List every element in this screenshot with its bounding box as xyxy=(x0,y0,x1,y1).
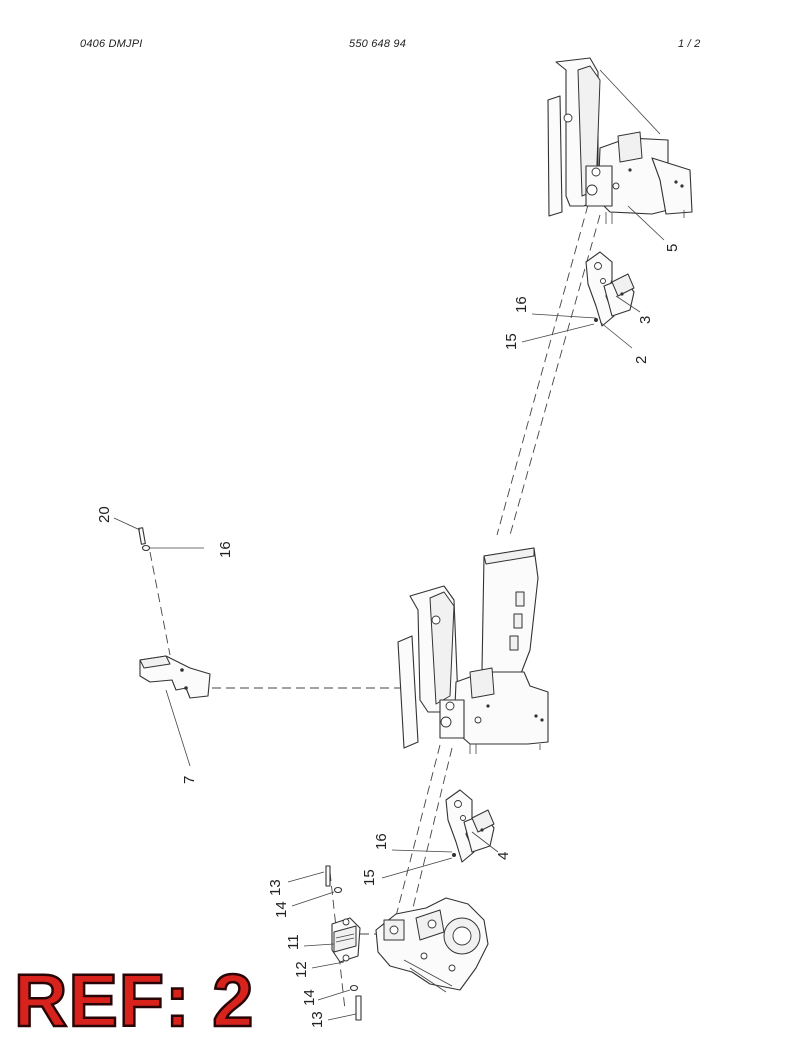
assembly-lines xyxy=(149,204,601,1011)
callout-11: 11 xyxy=(285,934,302,950)
callout-13-top: 13 xyxy=(267,879,284,896)
pin-and-washer-top xyxy=(113,517,204,552)
callout-16-pin: 16 xyxy=(217,541,234,558)
callout-3: 3 xyxy=(637,316,654,324)
callout-7: 7 xyxy=(181,776,198,784)
reference-badge: REF: 2 xyxy=(13,959,255,1042)
motor-assembly xyxy=(375,897,489,993)
header-document-code: 0406 DMJPI xyxy=(80,38,143,50)
callout-20: 20 xyxy=(96,506,113,523)
callout-15-lower: 15 xyxy=(361,869,378,886)
callout-2: 2 xyxy=(633,356,650,364)
bracket-upper xyxy=(521,251,641,349)
frame-assembly-upper xyxy=(547,57,693,241)
callout-5: 5 xyxy=(664,244,681,252)
callout-15-upper: 15 xyxy=(503,333,520,350)
plate-part xyxy=(139,655,211,767)
coupler-block xyxy=(303,917,361,969)
screws-and-washers xyxy=(287,865,362,1021)
callout-13-bottom: 13 xyxy=(309,1011,326,1028)
header-page-number: 1 / 2 xyxy=(678,38,701,50)
callout-4: 4 xyxy=(495,852,512,860)
callout-16-lower: 16 xyxy=(373,833,390,850)
callout-16-upper: 16 xyxy=(513,296,530,313)
callout-14-bottom: 14 xyxy=(301,989,318,1006)
bracket-lower xyxy=(381,789,499,879)
callout-12: 12 xyxy=(293,961,310,978)
callout-14-top: 14 xyxy=(273,901,290,918)
header-part-number: 550 648 94 xyxy=(349,38,407,50)
frame-assembly-main xyxy=(397,547,549,754)
callout-labels: 5 3 2 16 15 20 16 7 16 15 4 13 14 11 12 … xyxy=(96,244,681,1028)
